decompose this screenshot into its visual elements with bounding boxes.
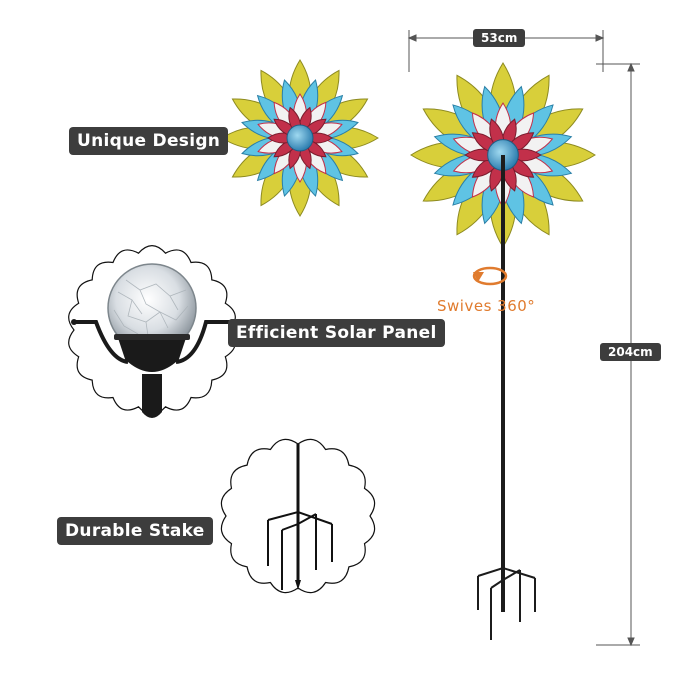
width-dimension-label: 53cm (473, 29, 526, 47)
main-stake (477, 155, 536, 640)
solar-frame-scallop (68, 245, 236, 415)
height-dimension-label: 204cm (600, 343, 661, 361)
swivel-360-label: Swives 360° (437, 297, 536, 315)
stake-frame-scallop (220, 438, 376, 594)
stake-prongs-icon (267, 444, 333, 590)
solar-panel-label: Efficient Solar Panel (228, 319, 445, 347)
rotate-arrow-icon (472, 266, 508, 286)
unique-design-label: Unique Design (69, 127, 229, 155)
design-flower-icon (221, 59, 379, 217)
pinwheel-flower-icon (410, 62, 596, 248)
solar-globe-icon (71, 263, 235, 418)
durable-stake-label: Durable Stake (57, 517, 213, 545)
